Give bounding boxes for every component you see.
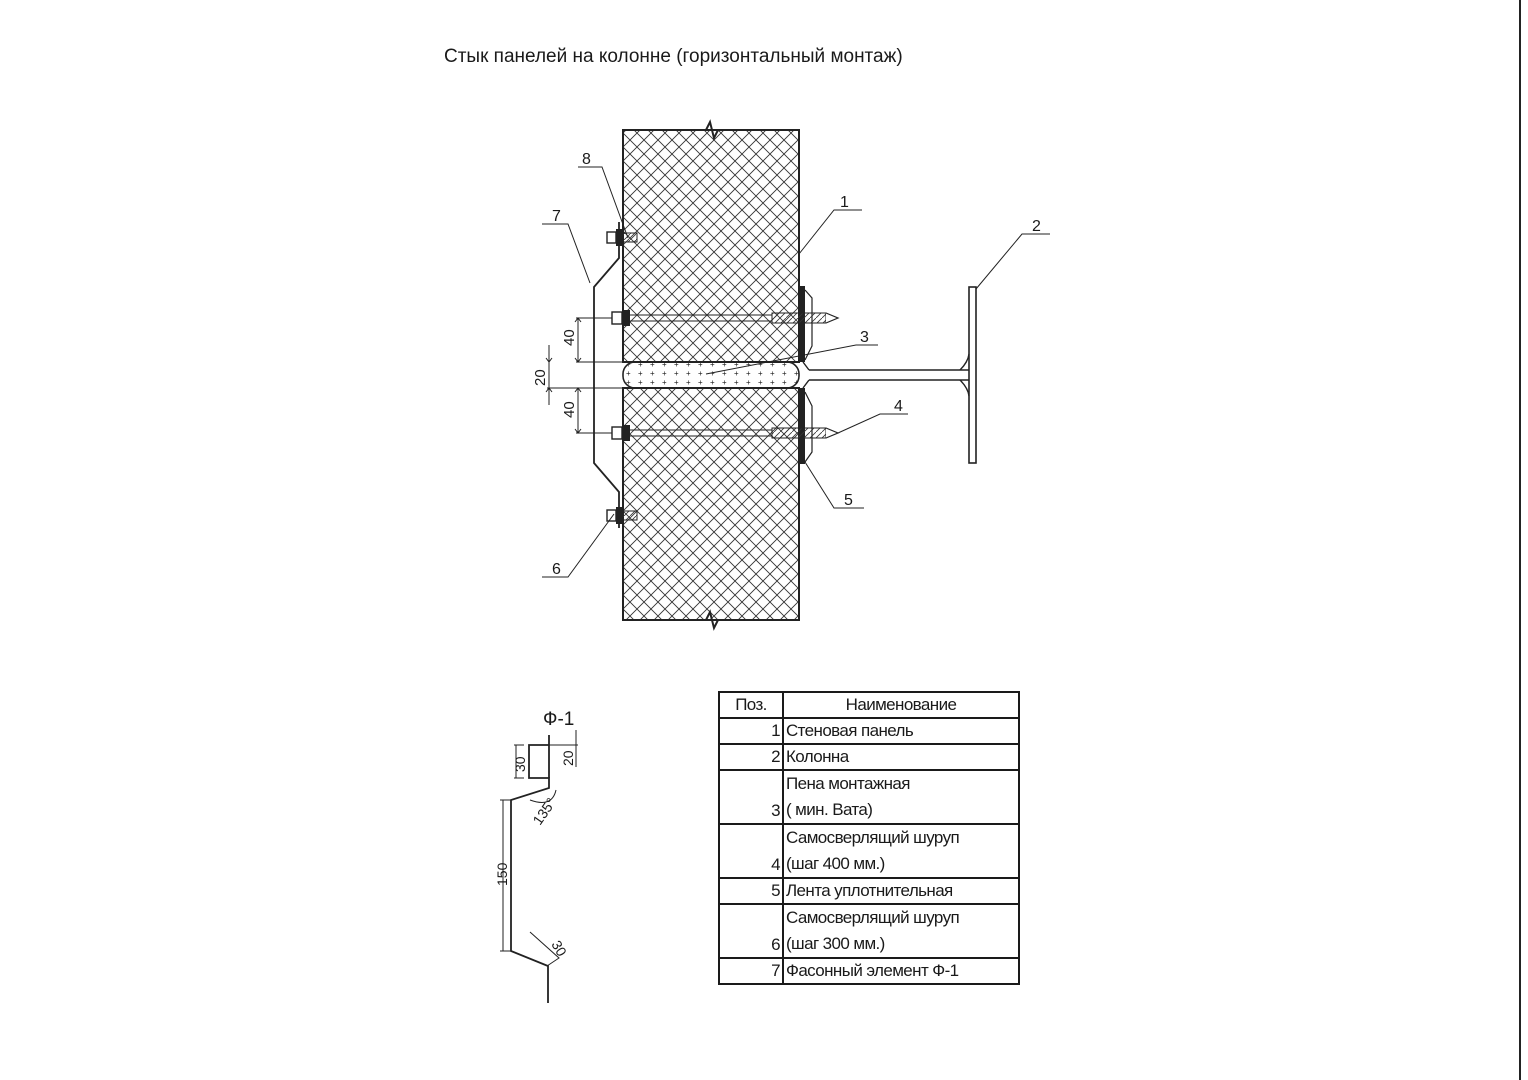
spec-name: Пена монтажная ( мин. Вата) (782, 769, 1020, 825)
spec-name: Стеновая панель (782, 717, 1020, 745)
spec-name: Колонна (782, 743, 1020, 771)
dimension-lines (545, 317, 623, 434)
leader-lines (542, 166, 1050, 578)
spec-pos: 4 (718, 823, 784, 879)
column (802, 286, 977, 464)
dim-profile-bottom: 30 (548, 938, 570, 960)
spec-header-pos: Поз. (718, 691, 784, 719)
spec-row: 1 Стеновая панель (718, 717, 1020, 745)
dim-gap-top: 40 (561, 329, 578, 346)
spec-name-line: (шаг 300 мм.) (786, 934, 885, 953)
spec-pos: 1 (718, 717, 784, 745)
dim-gap-bottom: 40 (561, 401, 578, 418)
callout-6: 6 (552, 561, 561, 578)
callout-3: 3 (860, 329, 869, 346)
spec-row: 6 Самосверлящий шуруп (шаг 300 мм.) (718, 903, 1020, 959)
spec-row: 2 Колонна (718, 743, 1020, 771)
spec-header-row: Поз. Наименование (718, 691, 1020, 719)
spec-row: 4 Самосверлящий шуруп (шаг 400 мм.) (718, 823, 1020, 879)
spec-row: 3 Пена монтажная ( мин. Вата) (718, 769, 1020, 825)
spec-name: Самосверлящий шуруп (шаг 400 мм.) (782, 823, 1020, 879)
sheet-border (1519, 0, 1521, 1080)
callout-7: 7 (552, 208, 561, 225)
spec-pos: 7 (718, 957, 784, 985)
spec-name-line: (шаг 400 мм.) (786, 854, 885, 873)
callout-2: 2 (1032, 218, 1041, 235)
spec-pos: 5 (718, 877, 784, 905)
drawing-title: Стык панелей на колонне (горизонтальный … (444, 46, 903, 67)
spec-pos: 2 (718, 743, 784, 771)
spec-name-line: ( мин. Вата) (786, 800, 873, 819)
spec-table: Поз. Наименование 1 Стеновая панель 2 Ко… (718, 691, 1020, 985)
spec-row: 7 Фасонный элемент Ф-1 (718, 957, 1020, 985)
dim-profile-top-right: 20 (560, 750, 576, 766)
dim-profile-angle: 135° (529, 795, 559, 828)
callout-8: 8 (582, 151, 591, 168)
dim-gap-joint: 20 (532, 369, 549, 386)
callout-1: 1 (840, 194, 849, 211)
spec-name: Самосверлящий шуруп (шаг 300 мм.) (782, 903, 1020, 959)
spec-name: Лента уплотнительная (782, 877, 1020, 905)
profile-f1 (500, 730, 578, 1003)
callout-4: 4 (894, 398, 903, 415)
foam-joint (622, 361, 800, 389)
spec-pos: 3 (718, 769, 784, 825)
spec-row: 5 Лента уплотнительная (718, 877, 1020, 905)
spec-name: Фасонный элемент Ф-1 (782, 957, 1020, 985)
spec-header-name: Наименование (782, 691, 1020, 719)
dim-profile-height: 150 (494, 862, 510, 886)
spec-name-line: Самосверлящий шуруп (786, 908, 960, 927)
spec-name-line: Пена монтажная (786, 774, 910, 793)
spec-pos: 6 (718, 903, 784, 959)
flashing-element (593, 222, 620, 528)
spec-name-line: Самосверлящий шуруп (786, 828, 960, 847)
dim-profile-top-left: 30 (512, 756, 528, 772)
profile-label: Ф-1 (543, 709, 574, 730)
callout-5: 5 (844, 492, 853, 509)
